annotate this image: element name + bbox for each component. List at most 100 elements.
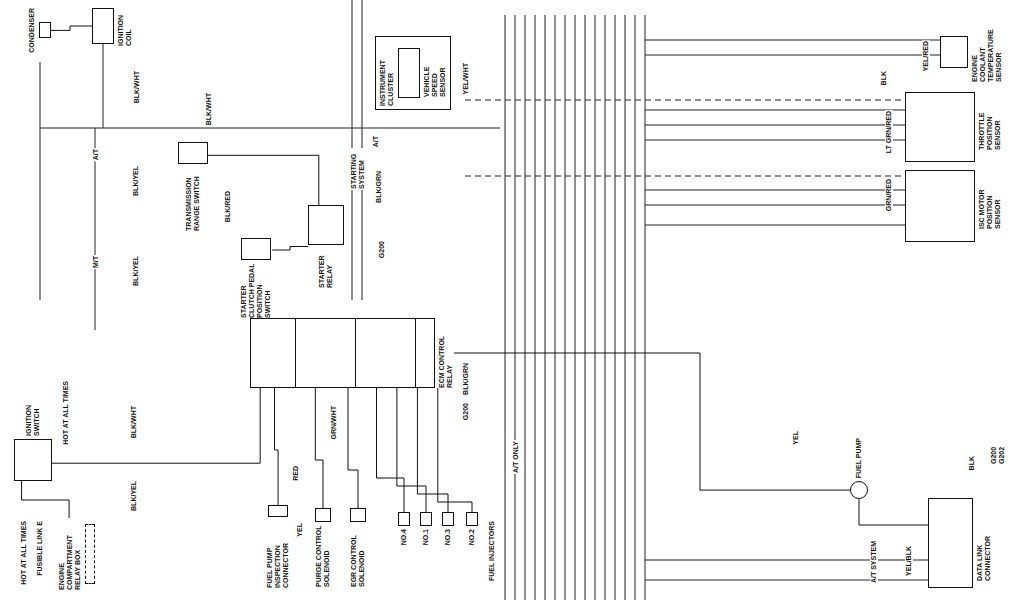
speed-sensor: VEHICLE SPEED SENSOR — [398, 48, 447, 98]
relay-box: ENGINE COMPARTMENT RELAY BOX — [58, 518, 95, 590]
component-symbol — [308, 205, 344, 245]
wire-connector — [275, 388, 279, 505]
wire — [535, 15, 536, 600]
wire-label: BLK/YEL — [132, 255, 140, 287]
component-symbol — [14, 439, 52, 481]
wire-connector — [52, 388, 260, 463]
component-label: STARTER CLUTCH PEDAL POSITION SWITCH — [240, 263, 272, 318]
component-label: CONDENSER — [28, 8, 36, 53]
wire — [645, 190, 905, 191]
wire-connector — [22, 481, 70, 518]
instrument-cluster: INSTRUMENT CLUSTERVEHICLE SPEED SENSOR — [375, 36, 451, 110]
component-symbol — [398, 512, 410, 526]
wire-label: YEL/RED — [922, 40, 930, 72]
shield-line — [465, 176, 905, 177]
wire-label: A/T SYSTEM — [870, 540, 878, 584]
component-label: FUEL PUMP INSPECTION CONNECTOR — [266, 520, 290, 588]
wire — [555, 15, 556, 600]
wire-connector — [315, 388, 323, 508]
wire — [585, 15, 586, 600]
component-symbol — [850, 481, 868, 499]
component-symbol — [905, 92, 975, 162]
wire — [515, 15, 516, 600]
wire — [565, 15, 566, 600]
component-label: FUEL PUMP — [855, 438, 863, 478]
component-symbol — [241, 238, 271, 260]
wire-label: BLK/YEL — [132, 165, 140, 197]
ecm-relay: ECM CONTROL RELAY — [250, 318, 454, 388]
wire-label: BLK/GRN — [375, 170, 383, 204]
wire — [40, 128, 500, 129]
data-link-connector: DATA LINK CONNECTOR — [928, 498, 992, 588]
inspection-connector: FUEL PUMP INSPECTION CONNECTOR — [266, 505, 290, 588]
wire-label: G200 — [378, 240, 386, 259]
wire-label: M/T — [92, 255, 100, 269]
wire — [40, 62, 41, 300]
component-symbol — [85, 524, 95, 584]
wire-label: HOT AT ALL TIMES — [20, 520, 28, 586]
wire-label: BLK/WHT — [205, 92, 213, 126]
wire-label: BLK/WHT — [133, 70, 141, 104]
wire-label: YEL — [792, 430, 800, 446]
purge-solenoid: PURGE CONTROL SOLENOID — [315, 508, 331, 587]
wire — [645, 140, 905, 141]
wire — [645, 40, 940, 41]
ignition-coil: IGNITION COIL — [92, 6, 133, 46]
wire-connector — [377, 388, 405, 512]
component-label: NO.2 — [468, 529, 476, 545]
component-label: VEHICLE SPEED SENSOR — [423, 49, 447, 97]
wire — [645, 225, 905, 226]
isc-sensor: ISC MOTOR POSITION SENSOR — [905, 170, 1002, 242]
wire — [575, 15, 576, 600]
component-label: STARTER RELAY — [318, 248, 334, 288]
fuel-injector: NO.1 — [420, 512, 432, 545]
wire-label: BLK/YEL — [130, 480, 138, 512]
component-symbol — [398, 48, 420, 98]
wire-connector — [272, 247, 308, 251]
wire-label: FUEL INJECTORS — [488, 520, 496, 582]
wire-label: BLK — [968, 455, 976, 471]
component-label: IGNITION SWITCH — [25, 392, 41, 436]
wire-label: RED — [292, 465, 300, 482]
throttle-sensor: THROTTLE POSITION SENSOR — [905, 92, 1002, 162]
component-symbol — [268, 505, 288, 517]
coolant-sensor: ENGINE COOLANT TEMPERATURE SENSOR — [940, 22, 1003, 82]
ignition-switch: IGNITION SWITCH — [14, 392, 52, 481]
wire — [505, 15, 506, 600]
condenser-symbol: CONDENSER — [28, 8, 51, 53]
wire-connector — [348, 388, 358, 508]
wire-label: G200 — [462, 402, 470, 421]
wire-connector — [417, 388, 448, 512]
component-symbol — [250, 318, 435, 388]
wire-label: A/T — [92, 148, 100, 161]
component-symbol — [92, 8, 114, 44]
wire — [645, 55, 940, 56]
wire — [645, 110, 905, 111]
component-symbol — [928, 498, 973, 588]
component-label: ENGINE COOLANT TEMPERATURE SENSOR — [971, 22, 1003, 82]
fuel-injector: NO.4 — [398, 512, 410, 545]
component-symbol — [905, 170, 975, 242]
component-label: EGR CONTROL SOLENOID — [350, 525, 366, 587]
wire — [625, 15, 626, 600]
component-symbol — [420, 512, 432, 526]
component-label: DATA LINK CONNECTOR — [976, 506, 992, 581]
fuel-injector: NO.3 — [442, 512, 454, 545]
component-symbol — [350, 508, 366, 522]
wire — [103, 44, 104, 128]
wire — [645, 125, 905, 126]
wire-label: A/T — [372, 135, 380, 148]
wire-label: BLK/GRN — [462, 362, 470, 396]
component-symbol — [315, 508, 331, 522]
shield-line — [465, 100, 905, 101]
wire-label: GRN/RED — [885, 178, 893, 212]
wire — [595, 15, 596, 600]
wire — [545, 15, 546, 600]
fuel-injector: NO.2 — [466, 512, 478, 545]
wire — [635, 15, 636, 600]
component-symbol — [39, 22, 51, 38]
wire — [645, 15, 646, 600]
